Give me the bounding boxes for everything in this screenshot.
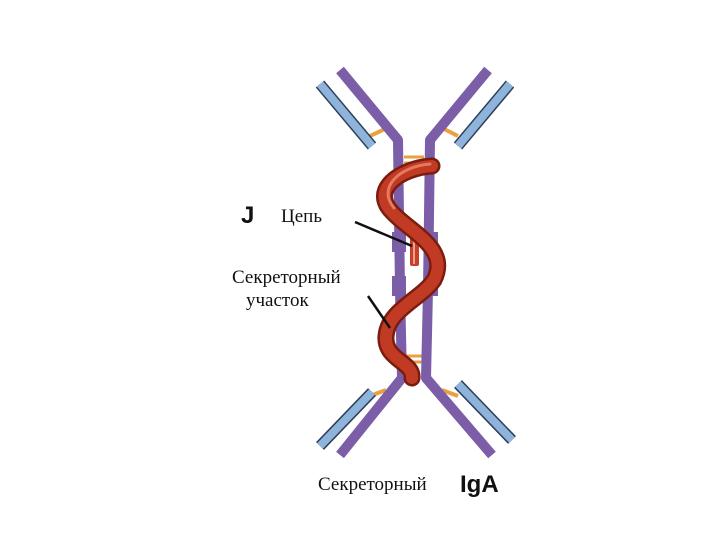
- heavy-chain: [421, 289, 496, 459]
- tail-piece: [392, 232, 406, 252]
- light-chain: [316, 81, 376, 149]
- j-letter-label: J: [241, 202, 255, 229]
- disulfide-bond: [441, 388, 459, 398]
- caption-secretory: Секреторный: [318, 474, 427, 495]
- j-chain-label: Цепь: [281, 206, 322, 227]
- light-chain: [455, 381, 515, 443]
- j-chain-pointer: [354, 220, 413, 248]
- caption-iga: IgA: [460, 471, 499, 498]
- secretory-component-pointer: [366, 295, 392, 329]
- secretory-label-line1: Секреторный: [232, 267, 341, 288]
- upper-monomer: [315, 66, 515, 291]
- light-chain: [454, 81, 514, 149]
- light-chain: [317, 389, 375, 449]
- secretory-label-line2: участок: [246, 290, 309, 311]
- secretory-component: [376, 157, 447, 387]
